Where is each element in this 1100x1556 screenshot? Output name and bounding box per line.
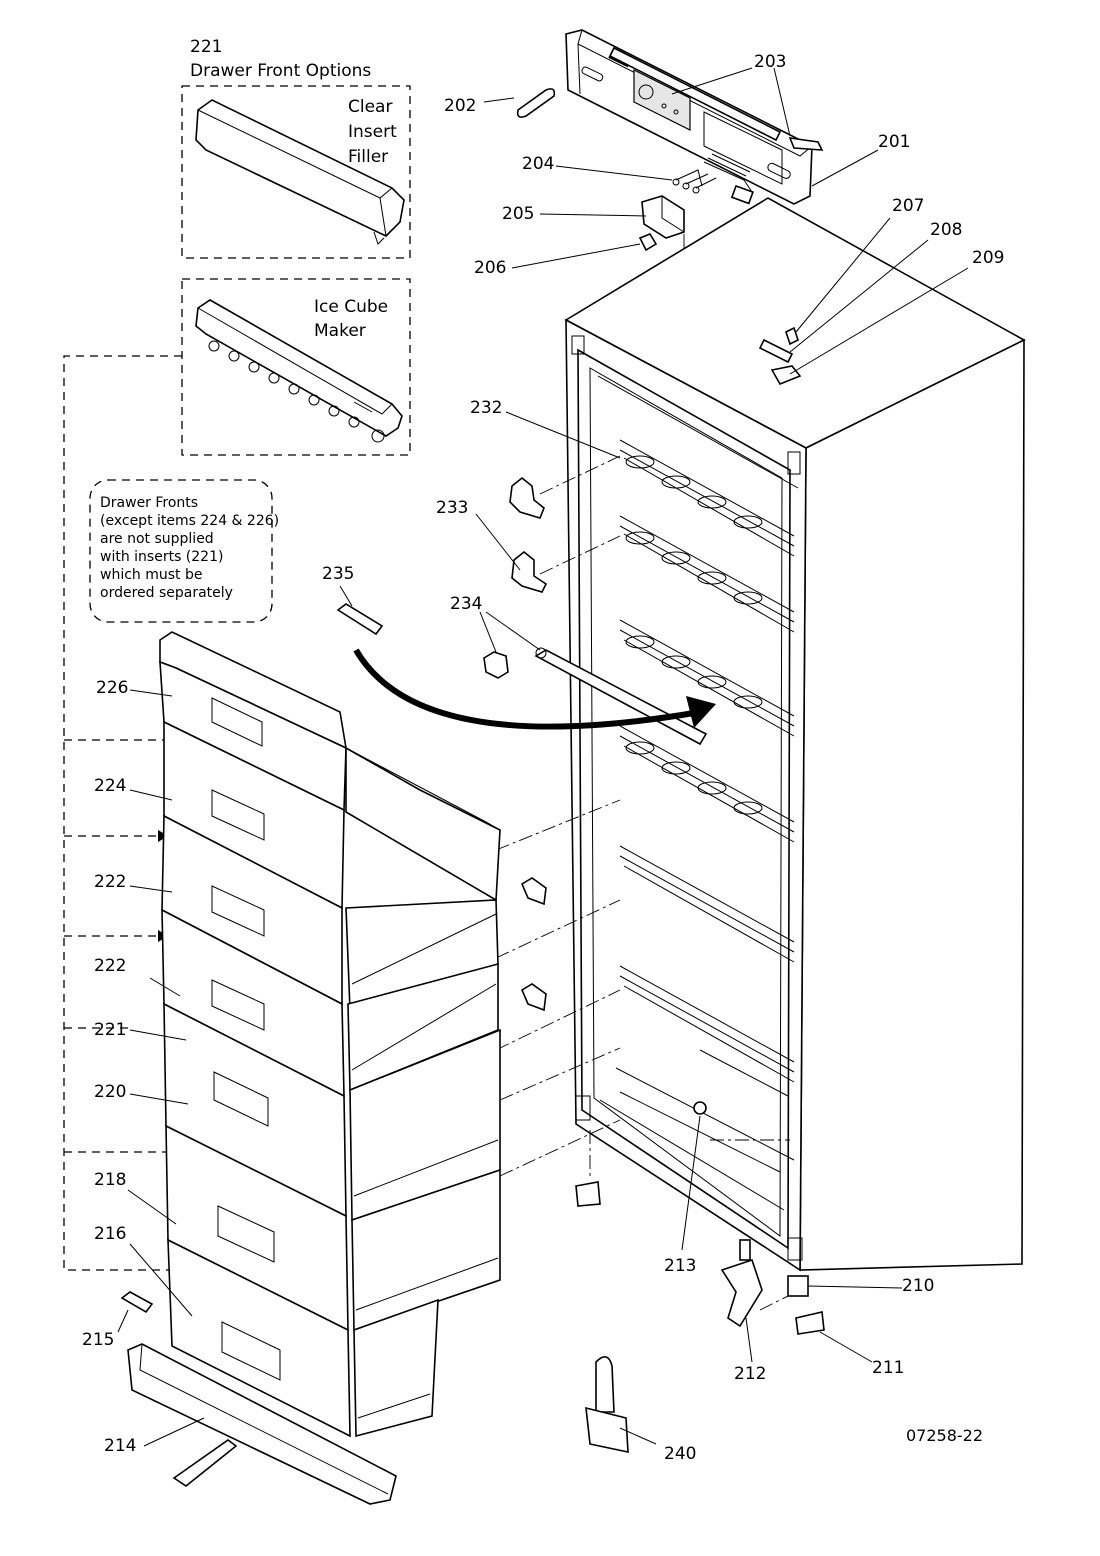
callout-205: 205 [502,204,535,224]
callout-235: 235 [322,564,355,584]
trim-piece-203b [788,137,824,151]
part-206 [638,233,658,252]
option-box-clear-filler [181,85,411,259]
part-235 [336,603,384,636]
drawing-code: 07258-22 [906,1426,984,1445]
callout-221: 221 [94,1020,127,1040]
callout-220: 220 [94,1082,127,1102]
callout-204: 204 [522,154,555,174]
clear-insert-filler-part [195,99,405,245]
part-210 [787,1275,809,1297]
callout-222-upper: 222 [94,872,127,892]
part-215 [120,1291,154,1314]
leveler-foot-left [575,1181,601,1207]
ice-cube-maker-part [195,299,403,443]
callout-208: 208 [930,220,963,240]
option-box-ice-cube-maker [181,278,411,456]
leveler-foot-211 [795,1311,825,1335]
clip-left-1 [520,877,547,906]
callout-211: 211 [872,1358,905,1378]
callout-218: 218 [94,1170,127,1190]
callout-203: 203 [754,52,787,72]
callout-216: 216 [94,1224,127,1244]
kick-plate-214 [127,1343,397,1505]
option-clear-insert-filler-label: Clear Insert Filler [348,97,397,167]
part-240 [585,1356,629,1453]
stopper-213 [693,1101,707,1115]
part-207 [785,326,799,346]
callout-206: 206 [474,258,507,278]
drawer-slide-clip-233 [511,550,548,593]
callout-222-lower: 222 [94,956,127,976]
shelf-clip-234 [483,651,509,679]
callout-215: 215 [82,1330,115,1350]
wire-harness-204 [672,153,754,205]
part-209 [770,365,802,386]
drawer-fronts-note: Drawer Fronts (except items 224 & 226) a… [100,495,280,601]
callout-226: 226 [96,678,129,698]
drawer-front-options-title: Drawer Front Options [190,61,372,81]
callout-209: 209 [972,248,1005,268]
callout-224: 224 [94,776,127,796]
callout-240: 240 [664,1444,697,1464]
drawer-stack [159,631,501,1438]
callout-234: 234 [450,594,483,614]
callout-214: 214 [104,1436,137,1456]
option-ice-cube-maker-label: Ice Cube Maker [314,297,389,341]
callout-213: 213 [664,1256,697,1276]
kick-plate-clip [172,1439,238,1487]
drawer-slide-clip-232 [509,476,545,519]
callout-201: 201 [878,132,911,152]
callout-207: 207 [892,196,925,216]
hinge-bracket-212 [720,1258,763,1328]
install-arrow [353,648,716,730]
part-208 [758,338,794,364]
clip-left-2 [520,983,547,1012]
callout-202: 202 [444,96,477,116]
part-202 [516,88,556,118]
drawer-front-options-number: 221 [190,37,223,57]
callout-210: 210 [902,1276,935,1296]
note-box [89,479,273,623]
freezer-cabinet [564,197,1026,1272]
callout-232: 232 [470,398,503,418]
bracket-205 [641,195,685,239]
callout-212: 212 [734,1364,767,1384]
trim-strip-203 [608,46,782,142]
callout-233: 233 [436,498,469,518]
